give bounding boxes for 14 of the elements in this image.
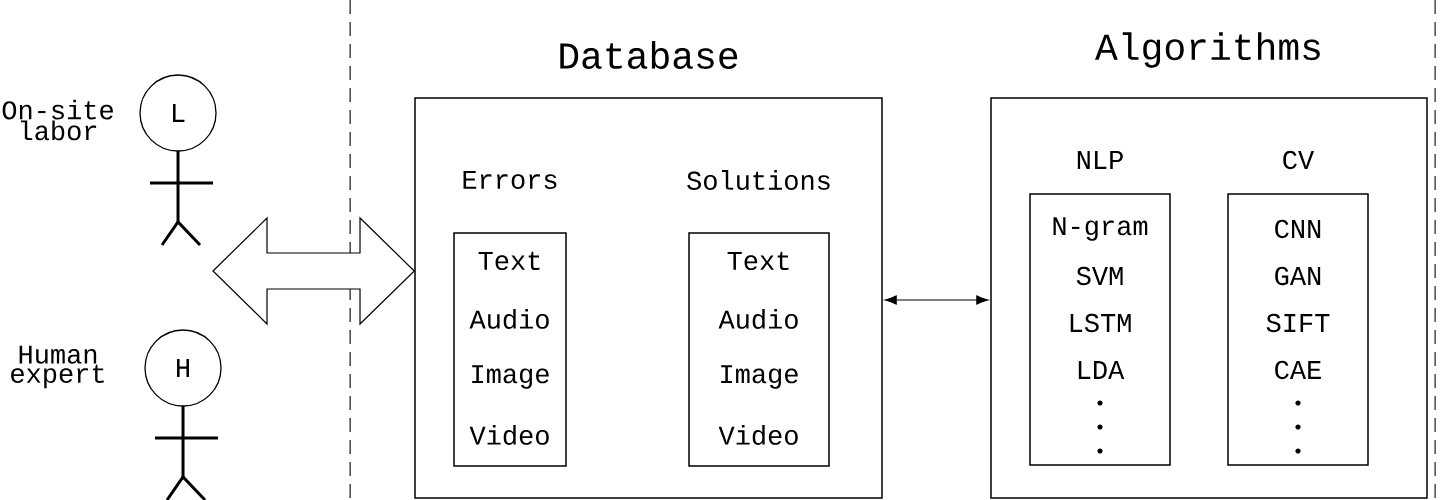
stick-figure: L: [139, 74, 217, 247]
list-box: CV CNN GAN SIFT CAE: [1227, 150, 1369, 466]
list-box: NLP N-gram SVM LSTM LDA: [1029, 151, 1171, 466]
list-box: Solutions Text Audio Image Video: [687, 170, 830, 467]
block-arrow: [212, 216, 416, 326]
node-label: Database: [560, 41, 738, 69]
node-label: Algorithms: [1094, 32, 1320, 68]
node-label: Errors: [463, 170, 557, 190]
node-label: Solutions: [687, 170, 830, 190]
stick-figure: H: [144, 329, 222, 500]
arrow: [884, 295, 989, 305]
list-box: Errors Text Audio Image Video: [453, 170, 567, 467]
person-label: Human expert: [11, 345, 104, 389]
person-label: On-site labor: [2, 99, 113, 141]
